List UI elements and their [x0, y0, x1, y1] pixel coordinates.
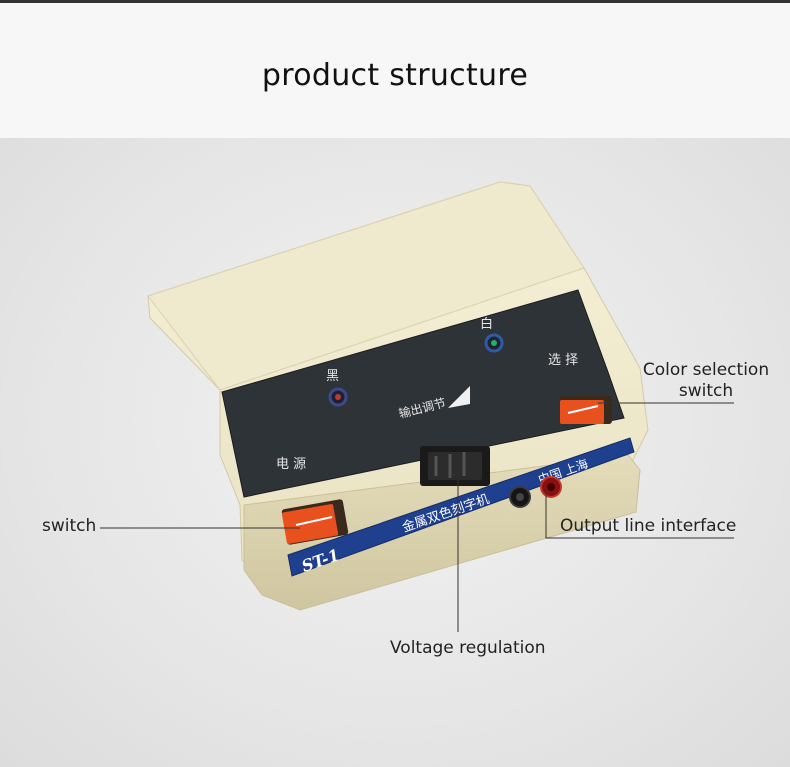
- label-select: 选 择: [548, 353, 578, 368]
- voltage-regulation-knob[interactable]: [420, 446, 490, 486]
- name-strip: [287, 437, 635, 577]
- label-power: 电 源: [276, 457, 306, 472]
- label-black: 黑: [326, 369, 339, 384]
- output-leader: [545, 490, 734, 539]
- callout-output: Output line interface: [560, 516, 737, 536]
- callout-lines: [100, 402, 734, 632]
- label-white: 白: [480, 316, 493, 332]
- top-rule: [0, 0, 790, 3]
- device-back-ridge: [147, 181, 585, 391]
- power-switch[interactable]: [281, 499, 349, 545]
- output-line-interface[interactable]: [509, 476, 562, 508]
- callout-switch: switch: [42, 516, 97, 536]
- device-front-face: [243, 454, 641, 611]
- page-title: product structure: [261, 58, 529, 93]
- callout-voltage: Voltage regulation: [390, 638, 546, 658]
- color-selection-switch[interactable]: [560, 396, 612, 424]
- output-wedge-icon: [448, 386, 470, 408]
- control-panel: [221, 289, 625, 498]
- header-band: product structure: [0, 0, 790, 138]
- callout-color-selection: Color selection switch: [642, 360, 770, 401]
